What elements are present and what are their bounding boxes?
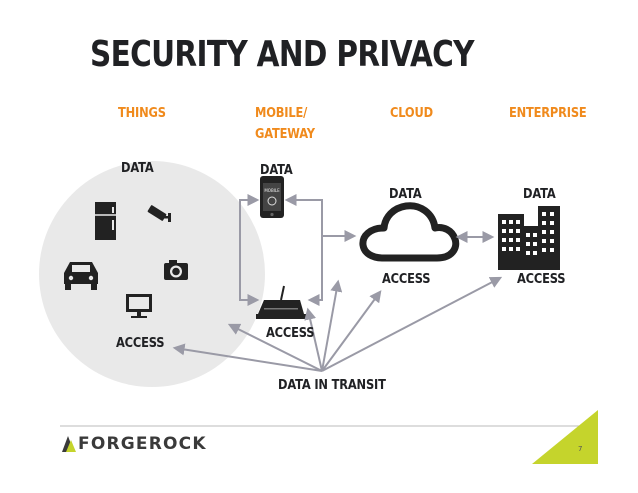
- column-mobile: Mobile/: [255, 106, 308, 121]
- footer-accent-triangle: [532, 410, 598, 464]
- phone-screen-text: MOBILE: [264, 188, 280, 193]
- link-things-mobile: [239, 194, 260, 306]
- transit-arrows: [172, 276, 503, 372]
- smartphone-icon: [260, 176, 284, 218]
- cloud-data-label: Data: [389, 187, 422, 202]
- office-buildings-icon: [498, 206, 560, 270]
- forgerock-logo-icon: [62, 436, 76, 452]
- monitor-icon: [126, 294, 152, 318]
- enterprise-data-label: Data: [523, 187, 556, 202]
- enterprise-access-label: Access: [517, 272, 566, 287]
- cloud-access-label: Access: [382, 272, 431, 287]
- column-enterprise: Enterprise: [509, 106, 587, 121]
- brand-name: FORGEROCK: [78, 434, 207, 454]
- column-gateway: Gateway: [255, 127, 315, 142]
- column-cloud: Cloud: [390, 106, 433, 121]
- refrigerator-icon: [95, 202, 116, 240]
- connectors: [239, 194, 495, 306]
- slide-title: Security and Privacy: [90, 34, 475, 75]
- cloud-icon: [359, 202, 460, 262]
- data-in-transit-label: Data in Transit: [278, 378, 386, 393]
- things-access-label: Access: [116, 336, 165, 351]
- page-number: 7: [578, 445, 583, 453]
- gateway-access-label: Access: [266, 326, 315, 341]
- photo-camera-icon: [164, 260, 188, 280]
- mobile-data-label: Data: [260, 163, 293, 178]
- car-icon: [64, 262, 98, 290]
- security-camera-icon: [147, 205, 171, 222]
- link-mobile-cloud: [284, 194, 323, 306]
- things-data-label: Data: [121, 161, 154, 176]
- column-things: Things: [118, 106, 166, 121]
